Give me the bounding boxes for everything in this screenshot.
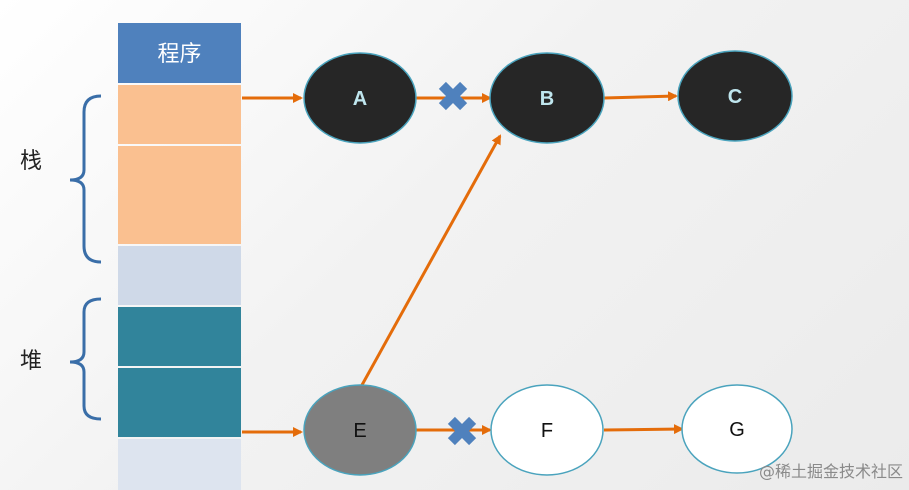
stack-label: 栈 bbox=[20, 149, 42, 174]
heap-label: 堆 bbox=[20, 349, 42, 374]
gap-cell bbox=[118, 246, 241, 305]
node-g: G bbox=[681, 384, 793, 474]
cross-icon-e-f bbox=[447, 416, 477, 446]
node-a: A bbox=[303, 52, 417, 144]
heap-cell-2 bbox=[118, 368, 241, 437]
node-a-label: A bbox=[353, 88, 367, 110]
watermark-text: @稀土掘金技术社区 bbox=[759, 462, 903, 481]
node-f: F bbox=[490, 384, 604, 476]
node-e: E bbox=[303, 384, 417, 476]
arrow-f-to-g bbox=[603, 424, 684, 435]
heap-cell-1 bbox=[118, 307, 241, 366]
node-b-label: B bbox=[540, 88, 554, 110]
arrow-e-to-b bbox=[360, 134, 502, 386]
heap-bracket bbox=[69, 297, 102, 421]
program-header-label: 程序 bbox=[157, 42, 201, 67]
arrow-b-to-c bbox=[603, 91, 678, 102]
program-header-cell bbox=[118, 23, 241, 83]
stack-bracket bbox=[69, 94, 102, 264]
node-f-label: F bbox=[541, 420, 553, 442]
node-e-label: E bbox=[353, 420, 366, 442]
bottom-cell bbox=[118, 439, 241, 490]
node-c: C bbox=[677, 50, 793, 142]
node-c-label: C bbox=[728, 86, 742, 108]
cross-icon-a-b bbox=[438, 81, 468, 111]
node-g-label: G bbox=[729, 419, 745, 441]
memory-column: 程序 bbox=[118, 23, 241, 490]
stack-cell-1 bbox=[118, 85, 241, 144]
node-b: B bbox=[489, 52, 605, 144]
stack-cell-2 bbox=[118, 146, 241, 244]
